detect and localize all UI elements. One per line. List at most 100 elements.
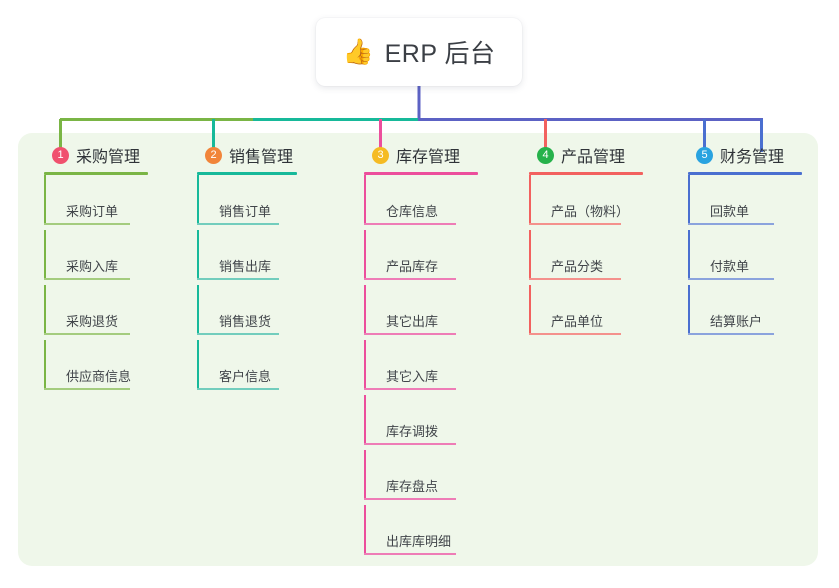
list-item[interactable]: 库存盘点 [364,450,478,505]
item-connector [364,340,366,390]
column-items-4: 产品（物料） 产品分类产品单位 [529,175,643,340]
item-label: 出库库明细 [386,534,452,549]
list-item[interactable]: 付款单 [688,230,802,285]
item-rule [364,223,456,225]
item-rule [197,278,279,280]
item-connector [197,175,199,225]
item-connector [44,340,46,390]
column-title-5: 财务管理 [720,149,785,166]
list-item[interactable]: 结算账户 [688,285,802,340]
column-items-1: 采购订单采购入库采购退货供应商信息 [44,175,148,395]
item-label: 其它入库 [386,369,439,384]
column-badge-4: 4 [537,146,554,164]
list-item[interactable]: 销售订单 [197,175,297,230]
column-items-2: 销售订单销售出库销售退货客户信息 [197,175,297,395]
item-rule [44,223,130,225]
list-item[interactable]: 库存调拨 [364,395,478,450]
column-title-1: 采购管理 [76,149,141,166]
item-label: 供应商信息 [66,369,132,384]
item-connector [44,175,46,225]
list-item[interactable]: 采购订单 [44,175,148,230]
diagram-background-panel [18,133,818,566]
list-item[interactable]: 供应商信息 [44,340,148,395]
item-rule [688,333,774,335]
column-badge-3: 3 [372,146,389,164]
item-connector [197,285,199,335]
column-items-3: 仓库信息产品库存其它出库其它入库库存调拨库存盘点出库库明细 [364,175,478,560]
item-connector [529,285,531,335]
item-rule [364,388,456,390]
list-item[interactable]: 销售出库 [197,230,297,285]
item-label: 产品分类 [551,259,604,274]
item-label: 销售退货 [219,314,272,329]
column-header-rule-5 [688,172,802,175]
column-header-rule-1 [44,172,148,175]
item-label: 其它出库 [386,314,439,329]
list-item[interactable]: 销售退货 [197,285,297,340]
list-item[interactable]: 客户信息 [197,340,297,395]
item-connector [688,175,690,225]
list-item[interactable]: 回款单 [688,175,802,230]
item-rule [197,333,279,335]
item-label: 产品单位 [551,314,604,329]
item-rule [197,223,279,225]
item-rule [364,553,456,555]
item-rule [364,443,456,445]
item-rule [688,223,774,225]
item-rule [529,333,621,335]
column-items-5: 回款单付款单结算账户 [688,175,802,340]
item-rule [44,278,130,280]
item-rule [364,278,456,280]
list-item[interactable]: 仓库信息 [364,175,478,230]
item-connector [197,340,199,390]
item-rule [688,278,774,280]
item-label: 回款单 [710,204,750,219]
list-item[interactable]: 产品单位 [529,285,643,340]
list-item[interactable]: 产品（物料） [529,175,643,230]
column-header-3[interactable]: 3 库存管理 [364,144,478,166]
column-header-rule-3 [364,172,478,175]
item-label: 仓库信息 [386,204,439,219]
list-item[interactable]: 采购入库 [44,230,148,285]
item-label: 采购订单 [66,204,119,219]
item-connector [197,230,199,280]
column-title-2: 销售管理 [229,149,294,166]
item-connector [44,285,46,335]
list-item[interactable]: 其它入库 [364,340,478,395]
item-connector [364,175,366,225]
item-label: 产品（物料） [551,204,630,219]
item-rule [197,388,279,390]
item-connector [529,230,531,280]
list-item[interactable]: 出库库明细 [364,505,478,560]
root-title: ERP 后台 [384,40,496,68]
list-item[interactable]: 产品库存 [364,230,478,285]
item-rule [529,223,621,225]
item-label: 采购退货 [66,314,119,329]
item-connector [364,395,366,445]
item-label: 销售出库 [219,259,272,274]
item-label: 产品库存 [386,259,439,274]
list-item[interactable]: 其它出库 [364,285,478,340]
column-3: 3 库存管理仓库信息产品库存其它出库其它入库库存调拨库存盘点出库库明细 [364,144,478,560]
root-node[interactable]: 👍 ERP 后台 [316,18,522,86]
column-title-3: 库存管理 [396,149,461,166]
item-connector [529,175,531,225]
list-item[interactable]: 产品分类 [529,230,643,285]
item-connector [364,505,366,555]
item-connector [364,450,366,500]
item-rule [364,498,456,500]
item-connector [688,230,690,280]
item-label: 采购入库 [66,259,119,274]
item-label: 结算账户 [710,314,763,329]
item-rule [44,333,130,335]
thumbs-up-icon: 👍 [342,37,374,66]
list-item[interactable]: 采购退货 [44,285,148,340]
